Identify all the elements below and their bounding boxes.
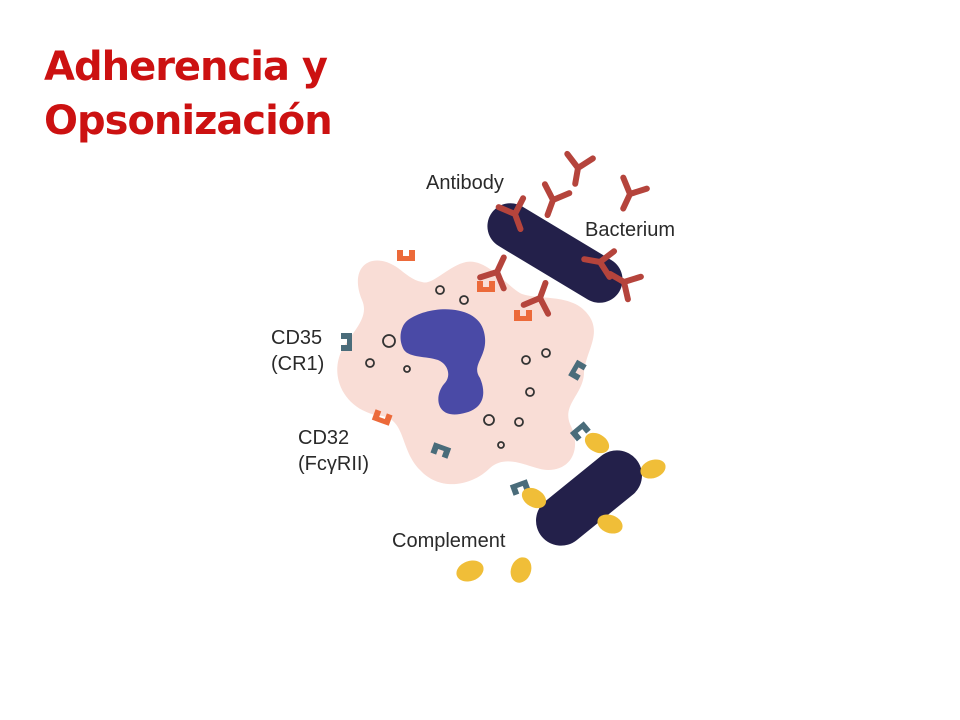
vesicle [483, 414, 495, 426]
free-complement [456, 557, 532, 583]
bacterium-lower [536, 450, 642, 546]
antibody [562, 154, 592, 186]
vesicle [459, 295, 469, 305]
complement-fragment [521, 487, 547, 509]
label-cd35-name: CD35 [271, 327, 322, 349]
vesicle [514, 417, 524, 427]
slide-title: Adherencia y Opsonización [44, 40, 333, 148]
label-complement: Complement [392, 530, 506, 552]
complement-receptor [341, 333, 352, 351]
complement-fragment [597, 514, 623, 534]
vesicle [382, 334, 396, 348]
label-antibody: Antibody [426, 172, 504, 194]
complement-fragment [584, 432, 610, 454]
title-line-2: Opsonización [44, 98, 333, 144]
label-cd35-alias: (CR1) [271, 353, 324, 375]
nucleus [400, 309, 486, 415]
label-cd32-name: CD32 [298, 427, 349, 449]
vesicle [435, 285, 445, 295]
label-cd32-alias: (FcγRII) [298, 453, 369, 475]
complement-fragment [456, 560, 484, 582]
complement-fragment [510, 557, 532, 583]
vesicles [365, 285, 551, 449]
label-bacterium: Bacterium [585, 219, 675, 241]
vesicle [365, 358, 375, 368]
bound-complement [521, 432, 666, 534]
vesicle [541, 348, 551, 358]
vesicle [521, 355, 531, 365]
complement-fragment [640, 459, 666, 479]
free-antibodies [562, 154, 646, 214]
title-line-1: Adherencia y [44, 44, 328, 90]
vesicle [525, 387, 535, 397]
antibody [611, 178, 646, 214]
fc-receptor [397, 250, 415, 261]
vesicle [497, 441, 505, 449]
antibody [535, 184, 569, 219]
vesicle [403, 365, 411, 373]
